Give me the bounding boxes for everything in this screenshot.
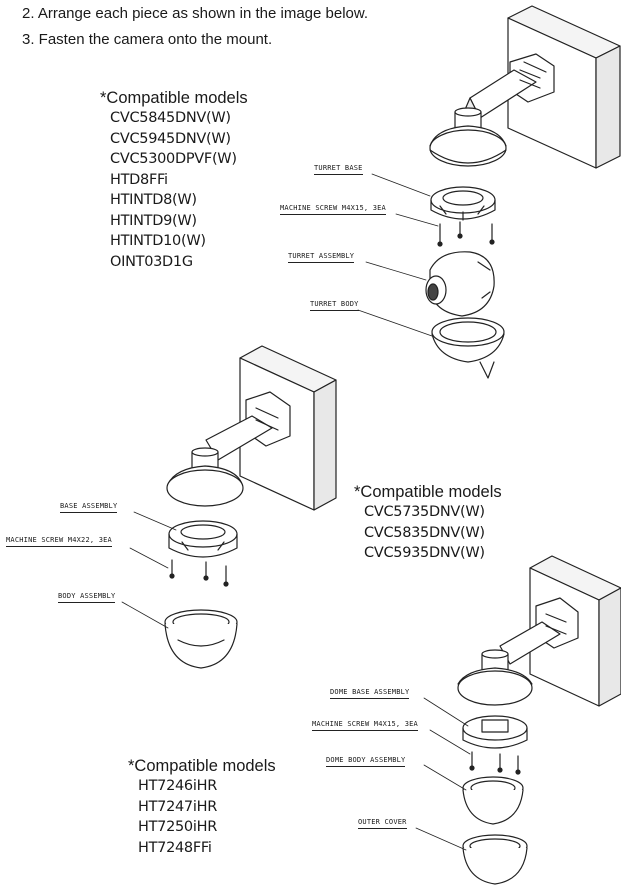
model-name: HTINTD10(W)	[110, 233, 206, 249]
wall-bracket-3	[500, 598, 578, 664]
wall-bracket-1	[464, 54, 554, 130]
wall-bracket-2	[206, 392, 290, 460]
callout-turret-base: TURRET BASE	[314, 164, 363, 175]
callout-dome-body-assembly: DOME BODY ASSEMBLY	[326, 756, 406, 767]
compatible-models-heading: *Compatible models	[128, 757, 276, 775]
machine-screws-3	[470, 752, 520, 774]
model-name: CVC5835DNV(W)	[364, 524, 485, 541]
callout-turret-body: TURRET BODY	[310, 300, 359, 311]
models-list-3: *Compatible models HT7246iHR HT7247iHR H…	[128, 756, 276, 858]
base-mount-2	[167, 448, 243, 506]
model-name: CVC5300DPVF(W)	[110, 151, 237, 167]
turret-body-ring	[432, 318, 504, 378]
outer-cover	[463, 835, 527, 884]
model-name: CVC5945DNV(W)	[110, 130, 231, 147]
model-name: CVC5845DNV(W)	[110, 110, 231, 126]
model-name: HTINTD9(W)	[110, 212, 197, 229]
leader-lines-3	[416, 698, 470, 850]
model-name: HTINTD8(W)	[110, 192, 197, 208]
machine-screws-1	[438, 222, 494, 246]
callout-outer-cover: OUTER COVER	[358, 818, 407, 829]
leader-lines-1	[358, 174, 438, 336]
models-list-1: *Compatible models CVC5845DNV(W) CVC5945…	[100, 88, 248, 272]
callout-turret-assembly: TURRET ASSEMBLY	[288, 252, 355, 263]
callout-machine-screw: MACHINE SCREW M4X15, 3EA	[312, 720, 418, 731]
turret-camera-head	[426, 252, 494, 316]
model-name: HTD8FFi	[110, 171, 168, 188]
compatible-models-heading: *Compatible models	[354, 483, 502, 501]
machine-screws-2	[170, 560, 228, 586]
callout-machine-screw: MACHINE SCREW M4X22, 3EA	[6, 536, 112, 547]
dome-base-assembly-ring	[463, 716, 527, 748]
model-name: CVC5935DNV(W)	[364, 545, 485, 561]
callout-base-assembly: BASE ASSEMBLY	[60, 502, 118, 513]
step-3-text: 3. Fasten the camera onto the mount.	[22, 31, 273, 48]
dome-base-mount	[458, 650, 532, 705]
compatible-models-heading: *Compatible models	[100, 89, 248, 107]
dome-camera-diagram-3	[416, 556, 621, 884]
turret-camera-diagram	[358, 6, 620, 378]
turret-base-ring	[431, 187, 495, 220]
callout-machine-screw: MACHINE SCREW M4X15, 3EA	[280, 204, 386, 215]
models-list-2: *Compatible models CVC5735DNV(W) CVC5835…	[354, 482, 502, 564]
dome-camera-diagram-2	[122, 346, 336, 668]
model-name: HT7248FFi	[138, 839, 212, 856]
step-2-text: 2. Arrange each piece as shown in the im…	[22, 5, 369, 22]
turret-base-mount	[430, 108, 506, 166]
model-name: CVC5735DNV(W)	[364, 504, 485, 520]
model-name: OINT03D1G	[110, 253, 193, 270]
callout-body-assembly: BODY ASSEMBLY	[58, 592, 116, 603]
leader-lines-2	[122, 512, 176, 628]
callout-dome-base-assembly: DOME BASE ASSEMBLY	[330, 688, 410, 699]
model-name: HT7250iHR	[138, 819, 217, 835]
body-assembly-dome	[165, 610, 237, 668]
base-assembly-ring	[169, 521, 237, 557]
model-name: HT7246iHR	[138, 778, 217, 794]
dome-body-assembly	[463, 777, 523, 824]
model-name: HT7247iHR	[138, 798, 217, 815]
